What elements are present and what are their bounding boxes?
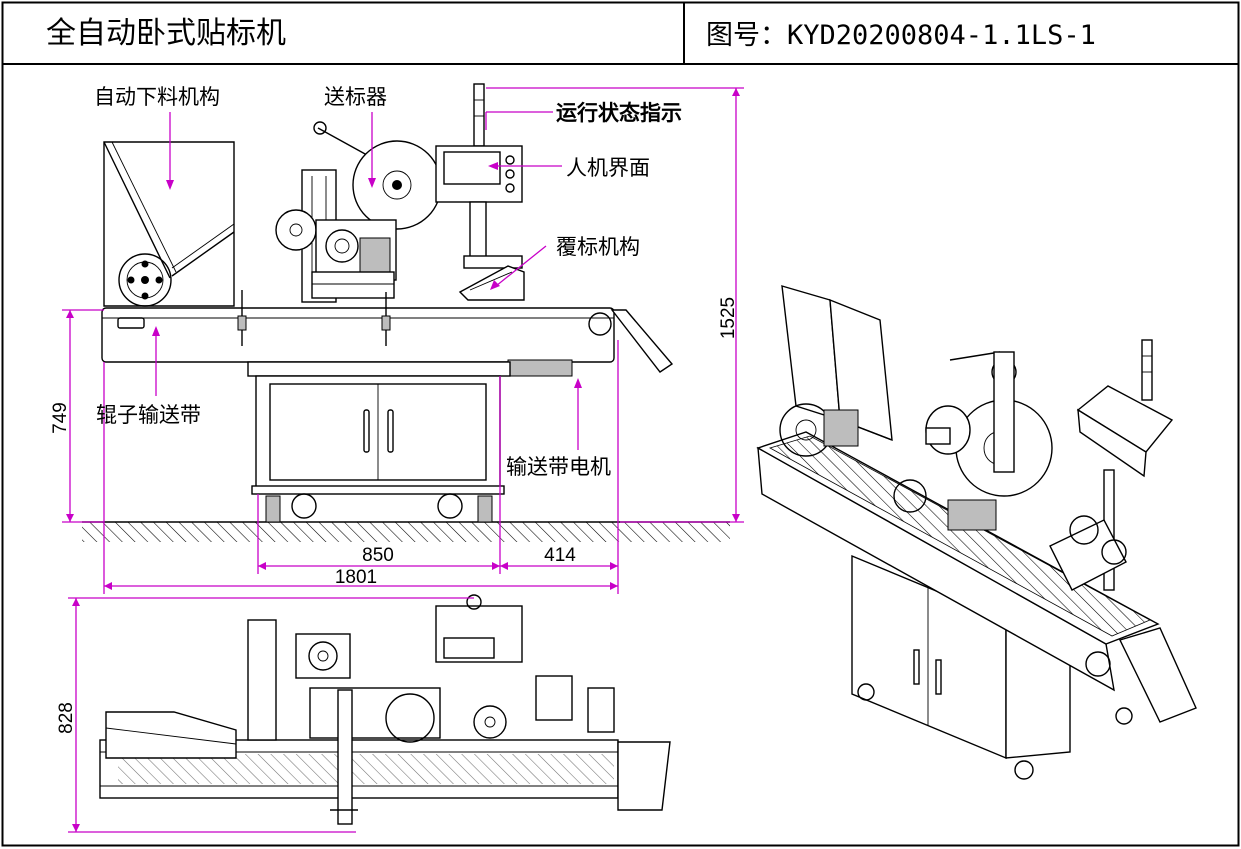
hmi-stand [435, 83, 525, 301]
status-indicator-label: 运行状态指示 [556, 101, 682, 125]
drawing-number: 图号：KYD20200804-1.1LS-1 [706, 20, 1096, 51]
dim-frame-length: 850 [362, 545, 394, 566]
callout-leaders [152, 111, 582, 450]
hmi-label: 人机界面 [566, 156, 650, 180]
cabinet-frame [247, 361, 511, 523]
label-feeder-unit [275, 121, 442, 303]
ground-hatch [82, 522, 730, 542]
label-cover-label: 覆标机构 [556, 235, 640, 259]
auto-feeder-label: 自动下料机构 [94, 85, 220, 109]
conveyor-beam [101, 290, 674, 377]
dim-total-length: 1801 [335, 567, 377, 588]
front-dimensions [62, 87, 744, 594]
conveyor-motor-label: 输送带电机 [506, 455, 611, 479]
auto-feeder-hopper [103, 141, 235, 307]
isometric-view [756, 285, 1197, 780]
drawing-title: 全自动卧式贴标机 [46, 16, 286, 51]
top-view: 828 [56, 594, 671, 833]
dim-total-height: 1525 [718, 297, 739, 339]
dim-depth: 828 [56, 702, 77, 734]
dim-table-height: 749 [50, 402, 71, 434]
front-view: 自动下料机构 送标器 运行状态指示 人机界面 覆标机构 辊子输送带 输送带电机 … [50, 83, 744, 594]
roller-conveyor-label: 辊子输送带 [96, 403, 201, 427]
label-feeder-label: 送标器 [324, 85, 387, 109]
dim-motor-offset: 414 [544, 545, 576, 566]
